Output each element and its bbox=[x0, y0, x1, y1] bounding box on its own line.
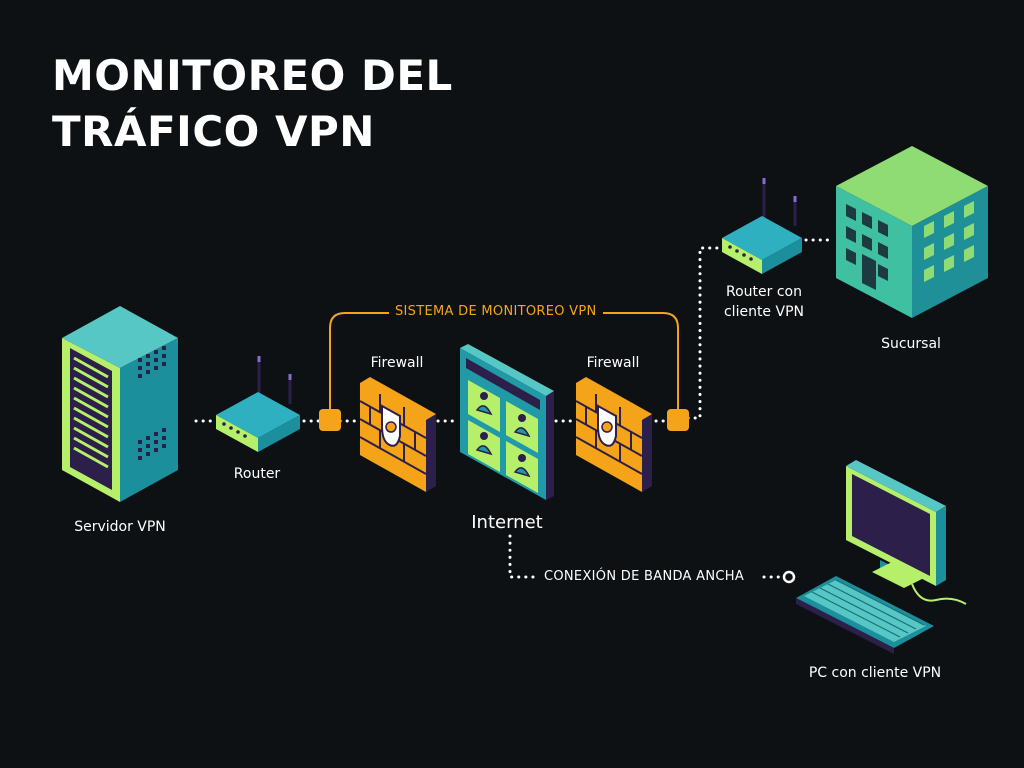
firewall-icon-left bbox=[359, 377, 436, 492]
label-servidor-vpn: Servidor VPN bbox=[74, 519, 166, 535]
router-cliente-icon bbox=[722, 178, 802, 274]
pc-connection-node bbox=[782, 570, 796, 584]
pc-icon bbox=[796, 460, 967, 654]
router-icon bbox=[216, 356, 300, 452]
label-router: Router bbox=[233, 466, 281, 482]
label-router-cliente-vpn: Router con cliente VPN bbox=[704, 282, 824, 322]
link-internet-broadband bbox=[508, 534, 538, 579]
building-icon bbox=[836, 146, 988, 318]
internet-window-icon bbox=[460, 344, 554, 500]
title-line-1: MONITOREO DEL bbox=[52, 51, 453, 100]
firewall-icon-right bbox=[575, 377, 652, 492]
connections bbox=[194, 238, 836, 579]
label-sucursal: Sucursal bbox=[881, 336, 941, 352]
label-pc-cliente-vpn: PC con cliente VPN bbox=[808, 665, 942, 681]
link-node-router-cliente bbox=[686, 246, 720, 420]
server-rack-icon bbox=[62, 306, 178, 502]
label-broadband: CONEXIÓN DE BANDA ANCHA bbox=[538, 569, 751, 584]
label-firewall-left: Firewall bbox=[370, 355, 424, 371]
label-router-cliente-line-1: Router con bbox=[726, 284, 802, 300]
label-monitoring-system: SISTEMA DE MONITOREO VPN bbox=[389, 304, 603, 319]
label-router-cliente-line-2: cliente VPN bbox=[723, 304, 804, 320]
label-firewall-right: Firewall bbox=[586, 355, 640, 371]
title-line-2: TRÁFICO VPN bbox=[52, 107, 375, 156]
page-title: MONITOREO DEL TRÁFICO VPN bbox=[52, 48, 453, 160]
label-internet: Internet bbox=[471, 512, 543, 533]
monitor-node-left bbox=[319, 409, 341, 431]
monitor-node-right bbox=[667, 409, 689, 431]
